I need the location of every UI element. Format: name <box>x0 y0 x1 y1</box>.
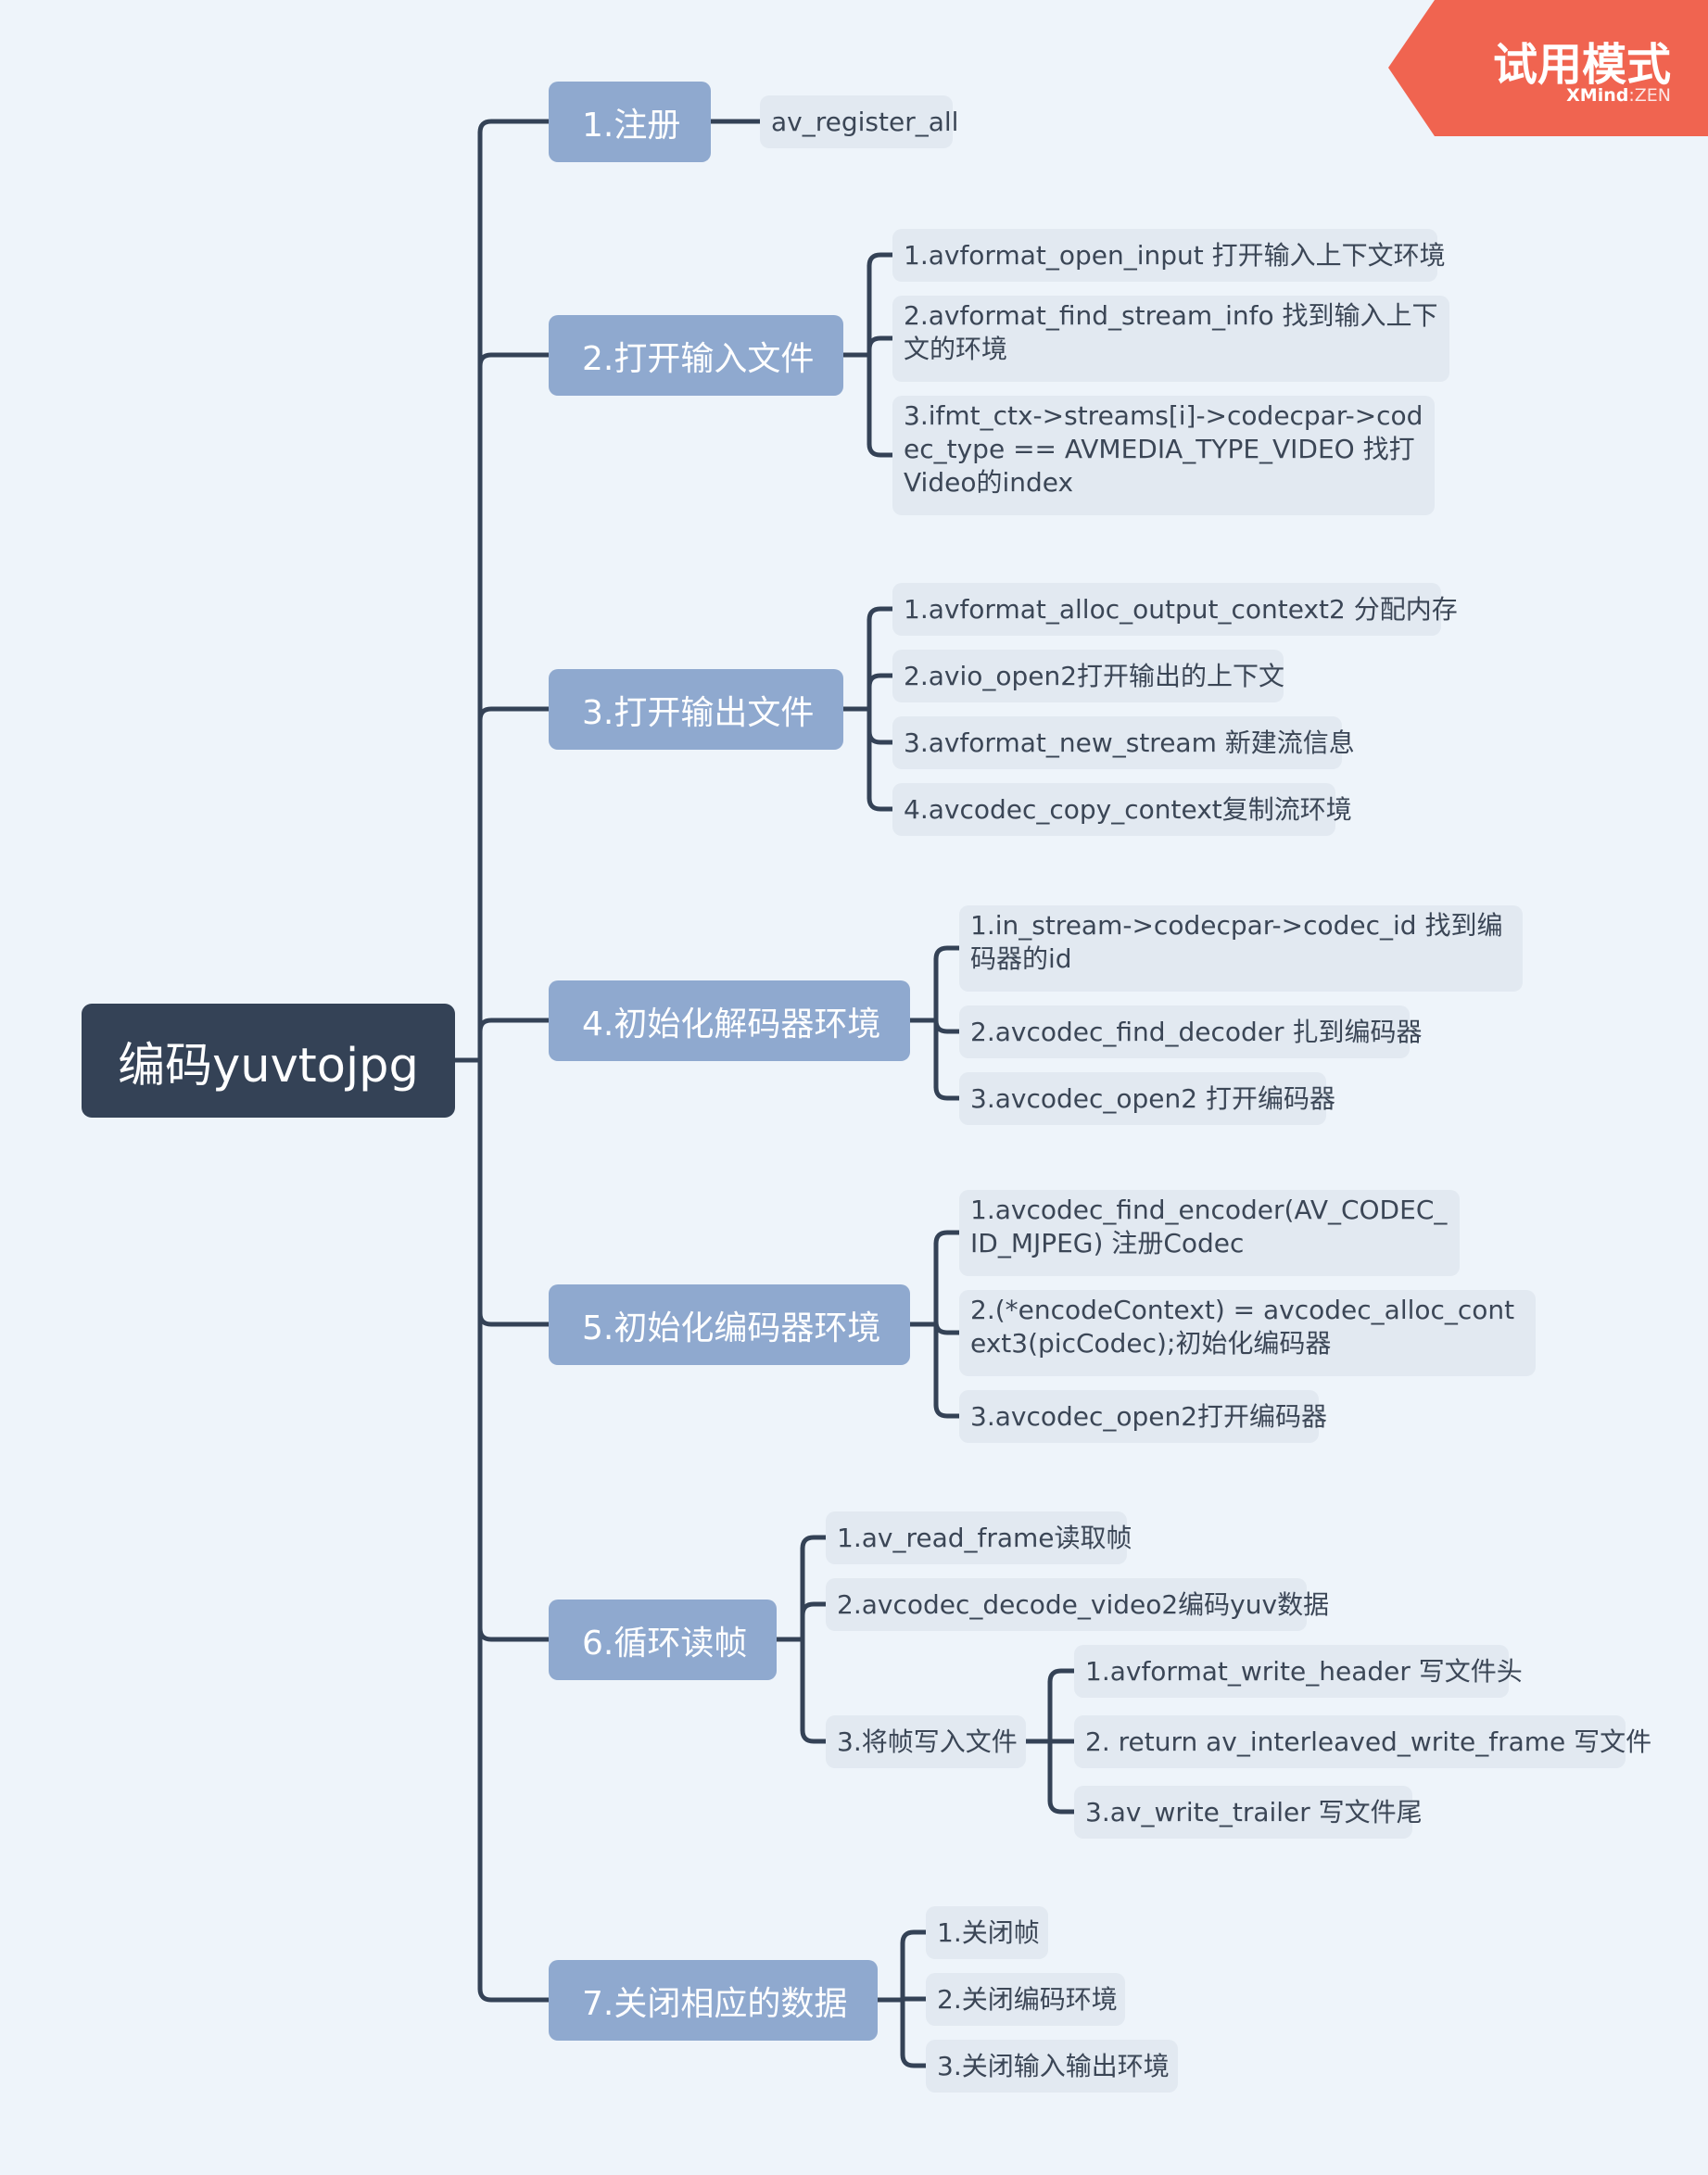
leaf-alloc-output-context[interactable]: 1.avformat_alloc_output_context2 分配内存 <box>892 583 1458 636</box>
branch7-connector-elbow-0 <box>900 1929 929 1946</box>
brand-edition: ZEN <box>1634 85 1671 106</box>
branch-label: 7.关闭相应的数据 <box>582 1984 848 2023</box>
leaf-label: 3.将帧写入文件 <box>837 1726 1018 1757</box>
leaf-label: 2.关闭编码环境 <box>937 1983 1118 2015</box>
branch5-connector-elbow-1 <box>933 1319 962 1335</box>
leaf-label: 2.avcodec_decode_video2编码yuv数据 <box>837 1588 1330 1620</box>
leaf-label: 1.avformat_open_input 打开输入上下文环境 <box>904 239 1446 271</box>
leaf-label: 2.avio_open2打开输出的上下文 <box>904 660 1285 691</box>
branch3-connector-elbow-3 <box>867 795 895 812</box>
leaf-label: 1.avformat_write_header 写文件头 <box>1085 1655 1523 1687</box>
branch-open-input[interactable]: 2.打开输入文件 <box>549 315 843 396</box>
leaf-label: 4.avcodec_copy_context复制流环境 <box>904 793 1352 825</box>
badge-title: 试用模式 <box>1492 39 1671 91</box>
branch-init-encoder[interactable]: 5.初始化编码器环境 <box>549 1284 910 1365</box>
leaf-label: 2.avformat_find_stream_info 找到输入上下文的环境 <box>904 300 1438 364</box>
root-connector-elbow-1 <box>477 352 551 369</box>
branch4-connector-elbow-1 <box>933 1018 962 1034</box>
leaf-label: 2.avcodec_find_decoder 扎到编码器 <box>970 1016 1423 1047</box>
leaf-label: 2.(*encodeContext) = avcodec_alloc_conte… <box>970 1295 1515 1359</box>
branch2-connector-elbow-1 <box>867 335 895 352</box>
root-connector-elbow-3 <box>477 1018 551 1034</box>
root-connector-elbow-5 <box>477 1625 551 1642</box>
branch3-connector-elbow-2 <box>867 728 895 745</box>
leaf-close-codec[interactable]: 2.关闭编码环境 <box>926 1973 1125 2026</box>
leaf-label: 3.avcodec_open2 打开编码器 <box>970 1082 1335 1114</box>
leaf-close-frame[interactable]: 1.关闭帧 <box>926 1906 1048 1959</box>
leaf-label: 1.in_stream->codecpar->codec_id 找到编码器的id <box>970 910 1503 974</box>
branch-open-output[interactable]: 3.打开输出文件 <box>549 669 843 750</box>
branch-label: 1.注册 <box>582 106 681 145</box>
leaf-label: 3.avcodec_open2打开编码器 <box>970 1400 1328 1432</box>
branch-label: 5.初始化编码器环境 <box>582 1309 881 1347</box>
leaf-find-decoder[interactable]: 2.avcodec_find_decoder 扎到编码器 <box>959 1005 1422 1058</box>
leaf-alloc-context[interactable]: 2.(*encodeContext) = avcodec_alloc_conte… <box>959 1290 1536 1376</box>
leaf-av-register-all[interactable]: av_register_all <box>760 95 958 148</box>
branch6-connector-elbow-0 <box>800 1535 829 1551</box>
branch6-3-connector-elbow-2 <box>1047 1798 1077 1815</box>
leaf-write-header[interactable]: 1.avformat_write_header 写文件头 <box>1074 1645 1523 1698</box>
root-connector-elbow-2 <box>477 706 551 723</box>
leaf-label: 3.av_write_trailer 写文件尾 <box>1085 1796 1423 1827</box>
branch-register[interactable]: 1.注册 <box>549 82 711 162</box>
leaf-codec-id[interactable]: 1.in_stream->codecpar->codec_id 找到编码器的id <box>959 905 1523 992</box>
branch-read-frames[interactable]: 6.循环读帧 <box>549 1600 777 1680</box>
leaf-find-stream-info[interactable]: 2.avformat_find_stream_info 找到输入上下文的环境 <box>892 296 1449 382</box>
leaf-label: 3.ifmt_ctx->streams[i]->codecpar->codec_… <box>904 400 1423 498</box>
branch6-connector-elbow-1 <box>800 1601 829 1618</box>
brand-name: XMind <box>1566 85 1629 106</box>
root-topic-label: 编码yuvtojpg <box>118 1038 419 1094</box>
leaf-find-encoder[interactable]: 1.avcodec_find_encoder(AV_CODEC_ID_MJPEG… <box>959 1190 1460 1276</box>
leaf-label: av_register_all <box>771 106 959 137</box>
branch-label: 6.循环读帧 <box>582 1624 748 1663</box>
branch4-connector-elbow-0 <box>933 945 962 962</box>
branch3-connector-elbow-0 <box>867 606 895 623</box>
leaf-close-io[interactable]: 3.关闭输入输出环境 <box>926 2040 1178 2093</box>
leaf-open-input[interactable]: 1.avformat_open_input 打开输入上下文环境 <box>892 229 1446 282</box>
leaf-write-trailer[interactable]: 3.av_write_trailer 写文件尾 <box>1074 1786 1423 1839</box>
leaf-label: 1.avcodec_find_encoder(AV_CODEC_ID_MJPEG… <box>970 1195 1448 1258</box>
branch7-connector-elbow-2 <box>900 2052 929 2068</box>
branch2-connector-elbow-0 <box>867 252 895 269</box>
leaf-interleaved-write[interactable]: 2. return av_interleaved_write_frame 写文件 <box>1074 1715 1651 1768</box>
branch-label: 3.打开输出文件 <box>582 693 815 732</box>
branch5-connector-elbow-0 <box>933 1230 962 1246</box>
leaf-label: 1.avformat_alloc_output_context2 分配内存 <box>904 593 1458 625</box>
leaf-label: 3.关闭输入输出环境 <box>937 2050 1170 2081</box>
badge-shape <box>1388 0 1708 136</box>
leaf-label: 1.关闭帧 <box>937 1916 1040 1948</box>
branch5-connector-elbow-2 <box>933 1402 962 1419</box>
leaf-codec-open-decoder[interactable]: 3.avcodec_open2 打开编码器 <box>959 1072 1335 1125</box>
leaf-read-frame[interactable]: 1.av_read_frame读取帧 <box>826 1511 1132 1564</box>
leaf-label: 1.av_read_frame读取帧 <box>837 1522 1132 1553</box>
branch3-connector-elbow-1 <box>867 673 895 689</box>
branch6-3-connector-elbow-0 <box>1047 1668 1077 1685</box>
leaf-decode-video[interactable]: 2.avcodec_decode_video2编码yuv数据 <box>826 1578 1329 1631</box>
branch-init-decoder[interactable]: 4.初始化解码器环境 <box>549 980 910 1061</box>
badge-brand: XMind:ZEN <box>1518 85 1671 106</box>
leaf-codec-open-encoder[interactable]: 3.avcodec_open2打开编码器 <box>959 1390 1327 1443</box>
leaf-avio-open[interactable]: 2.avio_open2打开输出的上下文 <box>892 650 1284 702</box>
branch-label: 2.打开输入文件 <box>582 339 815 378</box>
leaf-label: 2. return av_interleaved_write_frame 写文件 <box>1085 1726 1652 1757</box>
branch4-connector-elbow-2 <box>933 1084 962 1101</box>
root-connector-elbow-0 <box>477 119 551 135</box>
branch6-connector-elbow-2 <box>800 1727 829 1744</box>
branch-close-data[interactable]: 7.关闭相应的数据 <box>549 1960 878 2041</box>
trial-mode-badge: 试用模式 XMind:ZEN <box>1388 0 1708 136</box>
leaf-find-video-index[interactable]: 3.ifmt_ctx->streams[i]->codecpar->codec_… <box>892 396 1435 515</box>
leaf-new-stream[interactable]: 3.avformat_new_stream 新建流信息 <box>892 716 1355 769</box>
leaf-write-frames[interactable]: 3.将帧写入文件 <box>826 1715 1026 1768</box>
leaf-label: 3.avformat_new_stream 新建流信息 <box>904 727 1355 758</box>
branch2-connector-elbow-2 <box>867 441 895 458</box>
branch-label: 4.初始化解码器环境 <box>582 1005 881 1043</box>
leaf-copy-context[interactable]: 4.avcodec_copy_context复制流环境 <box>892 783 1352 836</box>
root-topic[interactable]: 编码yuvtojpg <box>82 1004 455 1118</box>
brand-separator: : <box>1628 85 1635 106</box>
root-connector-elbow-6 <box>477 1986 551 2003</box>
root-connector-elbow-4 <box>477 1310 551 1327</box>
